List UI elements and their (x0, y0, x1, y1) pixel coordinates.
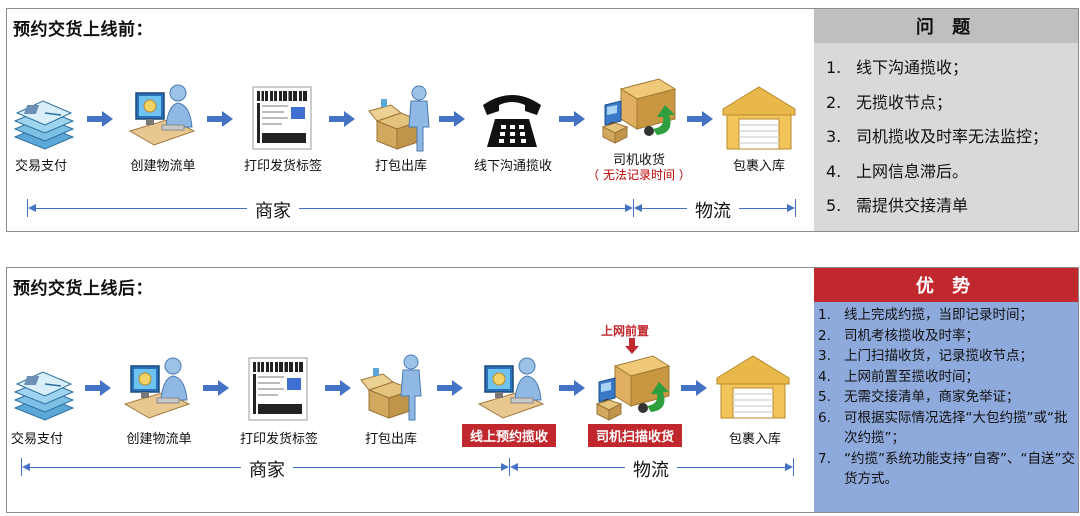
flow-arrow (325, 378, 351, 402)
list-item: 3.上门扫描收货，记录揽收节点； (818, 348, 1033, 364)
delivery-truck-icon (593, 352, 673, 424)
flow-arrow (687, 109, 713, 133)
merchant-span-label: 商家 (247, 197, 299, 223)
list-item: 5.需提供交接清单 (826, 196, 969, 215)
problems-list: 1.线下沟通揽收； 2.无揽收节点； 3.司机揽收及时率无法监控； 4.上网信息… (814, 43, 1078, 230)
logistics-span-label: 物流 (687, 197, 739, 223)
problems-panel: 问 题 1.线下沟通揽收； 2.无揽收节点； 3.司机揽收及时率无法监控； 4.… (814, 9, 1078, 231)
after-launch-panel: 预约交货上线后： 上网前置 交易支付 创建物流单 打印发货标签 打包出库 线上预… (6, 267, 1079, 513)
list-item: 6.可根据实际情况选择“大包约揽”或“批次约揽”； (818, 409, 1068, 447)
step-label: 线下沟通揽收 (473, 159, 553, 174)
advantages-list: 1.线上完成约揽，当即记录时间； 2.司机考核揽收及时率； 3.上门扫描收货，记… (814, 302, 1078, 490)
step-label: 创建物流单 (126, 432, 192, 447)
flow-arrow (87, 109, 113, 133)
list-item: 5.无需交接清单，商家免举证； (818, 389, 1020, 405)
logistics-span-label: 物流 (625, 456, 677, 482)
flow-arrow (207, 109, 233, 133)
flow-arrow (559, 109, 585, 133)
step-label: 打包出库 (374, 159, 428, 174)
list-item: 4.上网前置至揽收时间； (818, 368, 979, 385)
step-label: 交易支付 (14, 159, 68, 174)
computer-user-icon (122, 79, 200, 151)
flow-arrow (437, 378, 463, 402)
barcode-label-icon (247, 83, 317, 153)
step-label: 包裹入库 (732, 159, 786, 174)
delivery-truck-icon (599, 75, 679, 147)
advantages-header: 优 势 (814, 268, 1078, 302)
step-label: 打印发货标签 (243, 159, 323, 174)
list-item: 2.无揽收节点； (826, 92, 953, 112)
driver-scan-badge: 司机扫描收货 (587, 424, 683, 447)
step-label: 司机收货 (612, 153, 666, 168)
online-booking-badge: 线上预约揽收 (461, 424, 557, 447)
flow-arrow (203, 378, 229, 402)
before-panel-title: 预约交货上线前： (13, 20, 153, 40)
flow-arrow (329, 109, 355, 133)
list-item: 3.司机揽收及时率无法监控； (826, 127, 1049, 146)
before-launch-panel: 预约交货上线前： 交易支付 创建物流单 打印发货标签 打包出库 线下沟通揽收 司… (6, 8, 1079, 232)
step-label: 创建物流单 (130, 159, 196, 174)
list-item: 7.“约揽”系统功能支持“自寄”、“自送”交货方式。 (818, 450, 1075, 488)
warehouse-icon (719, 83, 799, 153)
computer-user-icon (471, 352, 549, 424)
warehouse-icon (713, 352, 793, 422)
advantages-panel: 优 势 1.线上完成约揽，当即记录时间； 2.司机考核揽收及时率； 3.上门扫描… (814, 268, 1078, 512)
down-arrow-icon (625, 338, 639, 354)
problems-header: 问 题 (814, 9, 1078, 43)
step-label: 打印发货标签 (239, 432, 319, 447)
documents-icon (9, 89, 79, 159)
packing-worker-icon (367, 81, 435, 153)
step-label: 打包出库 (364, 432, 418, 447)
flow-arrow (85, 378, 111, 402)
merchant-span-label: 商家 (241, 456, 293, 482)
list-item: 1.线上完成约揽，当即记录时间； (818, 307, 1033, 323)
list-item: 2.司机考核揽收及时率； (818, 327, 979, 344)
telephone-icon (477, 85, 547, 155)
flow-arrow (681, 378, 707, 402)
packing-worker-icon (359, 350, 427, 422)
after-panel-title: 预约交货上线后： (13, 279, 153, 299)
flow-arrow (439, 109, 465, 133)
driver-note: （ 无法记录时间 ） (587, 168, 691, 182)
computer-user-icon (117, 352, 195, 424)
step-label: 交易支付 (10, 432, 64, 447)
step-label: 包裹入库 (728, 432, 782, 447)
list-item: 4.上网信息滞后。 (826, 161, 969, 181)
online-advance-tag: 上网前置 (601, 324, 650, 338)
flow-arrow (559, 378, 585, 402)
list-item: 1.线下沟通揽收； (826, 58, 969, 77)
documents-icon (9, 360, 79, 430)
barcode-label-icon (243, 354, 313, 424)
